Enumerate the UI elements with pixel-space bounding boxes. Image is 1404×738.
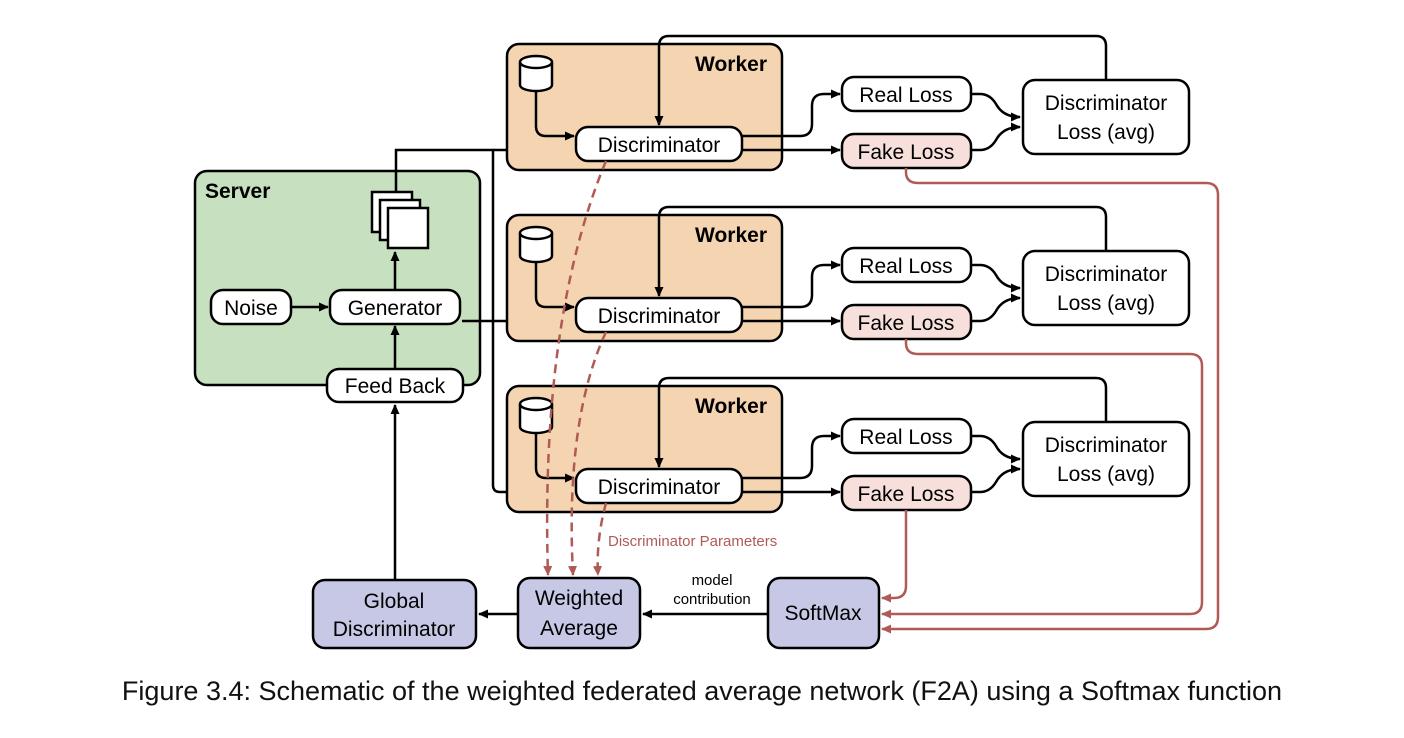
worker-2: Worker Discriminator Real Loss Fake Loss… xyxy=(505,205,1191,343)
server-title: Server xyxy=(205,180,270,203)
worker-3: Worker Discriminator Real Loss Fake Loss… xyxy=(505,376,1191,514)
worker-2-loss-feedback-arrow xyxy=(654,205,1108,297)
images-to-worker-3-arrow xyxy=(491,484,575,497)
worker-3-fake-loss-label: Fake Loss xyxy=(858,483,955,506)
generator-label: Generator xyxy=(348,297,443,320)
worker-1: Worker Discriminator Real Loss Fake Loss… xyxy=(505,34,1191,172)
worker-2-to-real-loss-arrow xyxy=(742,260,841,309)
worker-3-title: Worker xyxy=(695,395,767,418)
worker-2-real-loss-label: Real Loss xyxy=(859,255,952,278)
worker-1-real-to-avg-arrow xyxy=(971,92,1021,122)
f2a-diagram: Server Noise Generator Feed Back Worker … xyxy=(193,34,1220,650)
worker-2-fake-loss-label: Fake Loss xyxy=(858,312,955,335)
worker-1-discriminator-node xyxy=(574,125,744,163)
worker-1-fake-loss-label: Fake Loss xyxy=(858,141,955,164)
worker-3-data-arrow xyxy=(534,434,575,483)
model-contribution-line2: contribution xyxy=(673,591,751,608)
feedback-label: Feed Back xyxy=(345,375,446,398)
worker-3-discriminator-loss-line2: Loss (avg) xyxy=(1057,463,1155,486)
worker-3-discriminator-node xyxy=(574,467,744,505)
worker-1-discriminator-label: Discriminator xyxy=(598,134,721,157)
fake-loss-2-to-softmax-arrow xyxy=(881,339,1204,619)
model-contribution-line1: model xyxy=(692,572,733,589)
worker-3-database-icon xyxy=(518,396,554,435)
weighted-average-line2: Average xyxy=(540,617,618,640)
server-box xyxy=(193,169,482,387)
worker-3-real-loss-label: Real Loss xyxy=(859,426,952,449)
discriminator-2-parameters-arrow xyxy=(568,331,608,576)
worker-2-database-icon xyxy=(518,225,554,264)
generated-images-icon xyxy=(370,190,430,250)
worker-3-to-real-loss-arrow xyxy=(742,431,841,480)
fake-loss-1-to-softmax-arrow xyxy=(881,168,1220,634)
worker-2-discriminator-label: Discriminator xyxy=(598,305,721,328)
weighted-average-line1: Weighted xyxy=(535,587,623,610)
worker-1-database-icon xyxy=(518,54,554,93)
noise-label: Noise xyxy=(224,297,278,320)
worker-2-data-arrow xyxy=(534,263,575,312)
worker-2-real-to-avg-arrow xyxy=(971,263,1021,293)
worker-2-fake-to-avg-arrow xyxy=(971,293,1021,323)
worker-1-discriminator-loss-line1: Discriminator xyxy=(1045,92,1168,115)
worker-1-discriminator-loss-line2: Loss (avg) xyxy=(1057,121,1155,144)
figure-caption: Figure 3.4: Schematic of the weighted fe… xyxy=(121,676,1283,706)
fake-loss-3-to-softmax-arrow xyxy=(881,510,908,603)
global-discriminator-line1: Global xyxy=(364,590,425,613)
worker-2-discriminator-node xyxy=(574,296,744,334)
worker-3-loss-feedback-arrow xyxy=(654,376,1108,468)
worker-1-to-real-loss-arrow xyxy=(742,89,841,138)
worker-2-discriminator-loss-line2: Loss (avg) xyxy=(1057,292,1155,315)
global-discriminator-line2: Discriminator xyxy=(333,618,456,641)
worker-3-discriminator-loss-line1: Discriminator xyxy=(1045,434,1168,457)
worker-1-real-loss-label: Real Loss xyxy=(859,84,952,107)
discriminator-1-parameters-arrow xyxy=(543,160,608,576)
worker-3-real-to-avg-arrow xyxy=(971,434,1021,464)
worker-3-fake-to-avg-arrow xyxy=(971,464,1021,494)
worker-3-discriminator-label: Discriminator xyxy=(598,476,721,499)
worker-1-data-arrow xyxy=(534,92,575,141)
softmax-label: SoftMax xyxy=(784,602,862,625)
discriminator-parameters-label: Discriminator Parameters xyxy=(608,533,777,550)
worker-2-discriminator-loss-line1: Discriminator xyxy=(1045,263,1168,286)
worker-1-fake-to-avg-arrow xyxy=(971,122,1021,152)
worker-2-title: Worker xyxy=(695,224,767,247)
worker-1-loss-feedback-arrow xyxy=(654,34,1108,126)
worker-1-title: Worker xyxy=(695,53,767,76)
images-to-workers-line xyxy=(394,148,495,485)
discriminator-3-parameters-arrow xyxy=(592,502,608,576)
